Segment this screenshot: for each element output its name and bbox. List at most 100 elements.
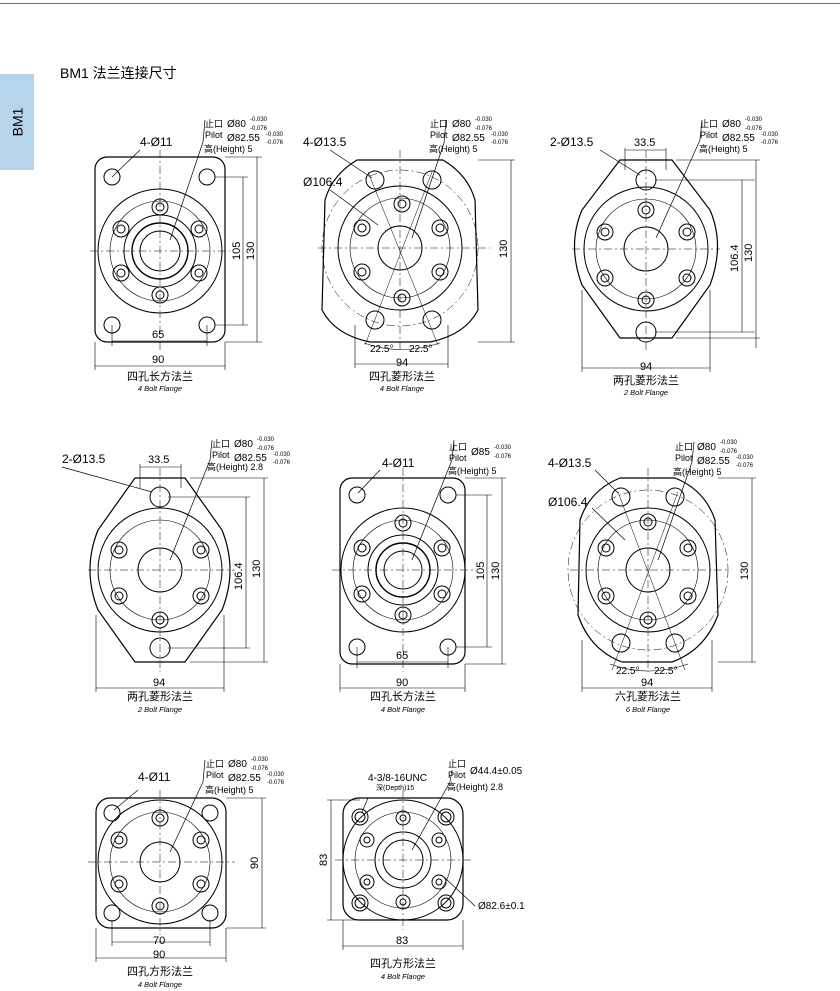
f7-holes-label: 4-Ø11 [138,770,171,784]
f8-pilot-value: Ø44.4±0.05 [470,766,523,777]
f3-pilot2-value: Ø82.55 [722,133,755,144]
f4-spacing: 33.5 [148,454,169,466]
f4-pilot-sup: -0.030 [257,437,275,443]
f3-pilot-cn: 止口 [700,118,718,129]
section-tab[interactable]: BM1 [0,74,34,170]
f1-pilot2-sup: -0.030 [266,132,284,138]
f1-pilot-sup: -0.030 [250,117,268,123]
f2-pilot2-sub: -0.076 [491,140,509,146]
f1-pilot-cn: 止口 [205,118,223,129]
f5-pilot-sup: -0.030 [494,445,512,451]
f6-pilot-cn: 止口 [675,441,693,452]
f6-pilot2-sub: -0.076 [736,463,754,469]
f7-pilot2-sup: -0.030 [267,772,285,778]
f1-holes-label: 4-Ø11 [140,135,173,149]
f7-dim-outer-vertical: 90 [249,857,261,869]
f4-pilot2-sup: -0.030 [273,452,291,458]
f4-pilot2-value: Ø82.55 [234,453,267,464]
f6-pilot-sup: -0.030 [720,440,738,446]
f3-caption-cn: 两孔菱形法兰 [613,373,679,387]
f6-pilot-en: Pilot [675,453,693,463]
f7-pilot-sup: -0.030 [251,757,269,763]
f3-holes-label: 2-Ø13.5 [550,135,594,149]
f1-pilot-sub: -0.076 [250,126,268,132]
f4-dim-bottom: 94 [153,677,165,689]
f8-caption-en: 4 Bolt Flange [381,972,425,981]
flange-f5 [332,439,506,692]
f8-dim-bottom: 83 [396,935,408,947]
f8-caption-cn: 四孔方形法兰 [370,956,436,970]
f4-holes-label: 2-Ø13.5 [62,452,106,466]
f2-pilot-en: Pilot [430,130,448,140]
f5-holes-label: 4-Ø11 [382,456,415,470]
f6-pilot2-sup: -0.030 [736,455,754,461]
f8-depth: 深(Depth)15 [376,783,414,792]
f3-dim-outer-vertical: 130 [743,244,755,262]
f6-angle-left: 22.5° [616,666,639,677]
f1-caption-cn: 四孔长方法兰 [127,369,193,383]
f7-dim-inner-horizontal: 70 [153,935,165,947]
f7-dim-outer-horizontal: 90 [153,949,165,961]
f1-pilot-value: Ø80 [227,119,246,130]
f4-dim-inner-vertical: 106.4 [233,562,245,590]
f5-pilot-value: Ø85 [471,447,490,458]
f6-dim-bottom: 94 [641,677,653,689]
f4-caption-en: 2 Bolt Flange [137,705,182,714]
f3-dim-bottom: 94 [640,361,652,373]
f7-pilot-cn: 止口 [206,758,224,769]
f3-dim-inner-vertical: 106.4 [729,244,741,272]
f6-caption-en: 6 Bolt Flange [626,705,670,714]
f7-pilot-value: Ø80 [228,759,247,770]
f3-pilot2-sup: -0.030 [761,132,779,138]
f4-pilot-sub: -0.076 [257,446,275,452]
f1-dim-outer-vertical: 130 [245,242,257,260]
f7-pilot-sub: -0.076 [251,766,269,772]
f1-pilot2-value: Ø82.55 [227,133,260,144]
f5-caption-cn: 四孔长方法兰 [370,689,436,703]
f4-dim-outer-vertical: 130 [251,560,263,578]
flange-f3 [572,119,760,372]
f7-caption-en: 4 Bolt Flange [138,980,182,989]
f6-pilot-value: Ø80 [697,442,716,453]
f5-dim-inner-vertical: 105 [475,562,487,580]
flange-f8 [327,769,476,950]
f5-dim-outer-horizontal: 90 [396,677,408,689]
f6-caption-cn: 六孔菱形法兰 [615,689,681,703]
f6-height: 高(Height) 5 [673,466,722,477]
f1-dim-outer-horizontal: 90 [152,354,164,366]
f7-pilot-en: Pilot [206,770,224,780]
f1-caption-en: 4 Bolt Flange [138,384,182,393]
f8-bolt-circle: Ø82.6±0.1 [478,901,525,912]
f2-bolt-circle: Ø106.4 [303,175,343,189]
f4-pilot2-sub: -0.076 [273,460,291,466]
f5-dim-outer-vertical: 130 [490,562,502,580]
f2-pilot-sup: -0.030 [475,117,493,123]
f8-dim-left-vertical: 83 [318,854,330,866]
f8-pilot-cn: 止口 [448,758,466,769]
f6-bolt-circle: Ø106.4 [548,495,588,509]
f2-pilot2-sup: -0.030 [491,132,509,138]
f5-dim-inner-horizontal: 65 [396,650,408,662]
flange-f7 [88,759,266,962]
f3-pilot-sup: -0.030 [745,117,763,123]
f2-pilot-cn: 止口 [430,118,448,129]
flange-f6 [567,441,756,692]
f4-caption-cn: 两孔菱形法兰 [127,689,193,703]
flange-f4 [61,439,268,692]
f3-pilot2-sub: -0.076 [761,140,779,146]
f6-dim-outer-vertical: 130 [739,562,751,580]
f2-pilot-value: Ø80 [452,119,471,130]
f6-holes-label: 4-Ø13.5 [548,456,592,470]
f1-pilot-en: Pilot [205,130,223,140]
flange-f2 [318,119,515,368]
f3-pilot-sub: -0.076 [745,126,763,132]
f6-pilot-sub: -0.076 [720,449,738,455]
f4-height: 高(Height) 2.8 [207,461,263,472]
f2-pilot-sub: -0.076 [475,126,493,132]
f1-dim-inner-horizontal: 65 [152,329,164,341]
f6-pilot2-value: Ø82.55 [697,456,730,467]
f2-pilot2-value: Ø82.55 [452,133,485,144]
f6-angle-right: 22.5° [654,666,677,677]
f7-pilot2-value: Ø82.55 [228,773,261,784]
f2-dim-bottom: 94 [396,357,408,369]
